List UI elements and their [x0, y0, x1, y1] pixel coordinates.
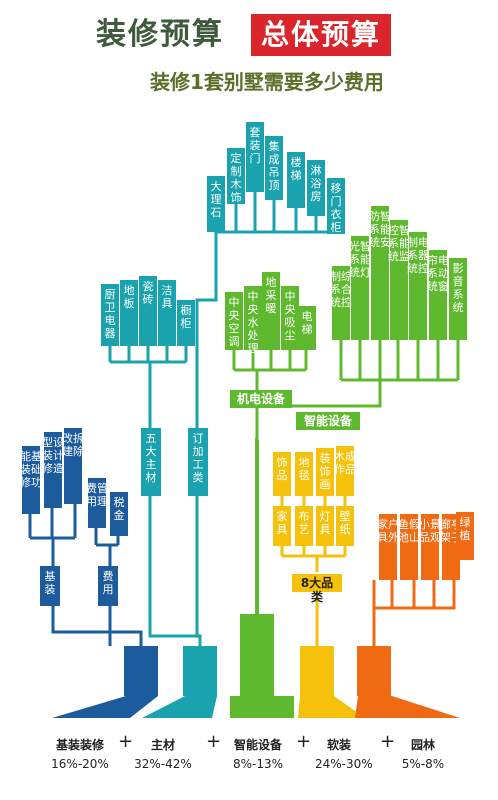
leaf-basic-function: 基础功能装修	[20, 446, 42, 514]
leaf-smart-6: 影音系统	[449, 258, 467, 340]
connector-line	[257, 380, 382, 408]
leaf-mep-3: 中央吸尘	[281, 286, 299, 350]
leaf-main-2: 瓷砖	[139, 276, 157, 346]
leaf-custom-5: 淋浴房	[307, 160, 325, 216]
category-name: 园林	[410, 738, 435, 752]
leaf-soft-top-1: 地毯	[295, 452, 313, 496]
category-range: 32%-42%	[134, 757, 192, 771]
leaf-main-0: 厨卫电器	[101, 284, 119, 346]
leaf-smart-5: 电动窗帘系统	[427, 250, 449, 340]
leaf-garden-2: 景观小品	[419, 514, 441, 580]
leaf-main-3: 洁具	[158, 280, 176, 346]
leaf-soft-bottom-1: 布艺	[295, 506, 313, 546]
node-five-main: 五大主材	[141, 428, 161, 496]
plus-sign: +	[206, 731, 222, 752]
leaf-mep-4: 电梯	[298, 306, 316, 350]
leaf-custom-2: 套装门	[246, 122, 264, 192]
plus-sign: +	[296, 731, 312, 752]
leaf-custom-1: 定制木饰	[227, 148, 245, 204]
leaf-mep-1: 中央水处理	[244, 286, 262, 355]
leaf-smart-4: 电器控制系统	[407, 232, 429, 340]
ramp-zhineng	[230, 696, 294, 718]
category-name: 基装装修	[55, 738, 104, 752]
connector-line	[255, 438, 259, 614]
leaf-design-renovation: 设计造型装修	[42, 432, 64, 508]
category-range: 16%-20%	[51, 757, 109, 771]
category-range: 5%-8%	[401, 757, 445, 771]
category-name: 软装	[326, 738, 351, 752]
leaf-main-1: 地板	[120, 280, 138, 346]
page-subtitle: 装修1套别墅需要多少费用	[150, 70, 384, 94]
page-title: 装修预算	[96, 17, 224, 52]
plus-sign: +	[380, 731, 396, 752]
node-custom: 订加工类	[188, 428, 208, 496]
leaf-custom-6: 移门衣柜	[327, 178, 345, 234]
node-jizhuang: 基装	[40, 566, 60, 606]
leaf-smart-2: 智能安防系统	[369, 206, 391, 340]
category-range: 8%-13%	[232, 757, 284, 771]
leaf-soft-bottom-2: 灯具	[316, 506, 334, 546]
trunk-block-4	[357, 646, 391, 696]
node-mep: 机电设备	[230, 390, 292, 408]
node-fees: 费用	[98, 566, 118, 606]
leaf-management-fee: 管理费用	[86, 478, 108, 528]
leaf-tax: 税金	[110, 492, 128, 536]
leaf-soft-top-2: 装饰画	[316, 448, 334, 496]
trunk-block-2	[240, 646, 274, 696]
node-smart: 智能设备	[296, 412, 360, 430]
leaf-soft-bottom-0: 家具	[273, 506, 291, 546]
connector-line	[195, 212, 218, 428]
ramp-zhucai	[142, 696, 217, 718]
trunk-block-1	[183, 646, 217, 696]
category-0: 基装装修 16%-20%	[40, 736, 120, 771]
leaf-main-4: 橱柜	[177, 300, 195, 346]
leaf-smart-1: 智能灯光系统	[349, 236, 371, 340]
leaf-garden-4: 绿植	[456, 512, 474, 560]
leaf-garden-1: 假山鱼池	[398, 514, 420, 580]
connector-line	[255, 404, 259, 440]
trunk-block-0	[124, 646, 158, 696]
ramp-ruanzhuang	[298, 696, 365, 718]
ramp-jizhuang	[52, 696, 158, 718]
category-1: 主材 32%-42%	[133, 736, 193, 771]
leaf-garden-0: 户外家具	[377, 514, 399, 580]
connector-line	[148, 496, 202, 646]
node-8-categories: 8大品类	[292, 574, 342, 604]
category-name: 智能设备	[233, 738, 282, 752]
leaf-custom-0: 大理石	[207, 176, 225, 232]
connector-line	[51, 606, 143, 646]
leaf-custom-3: 集成吊顶	[265, 136, 283, 200]
leaf-demolition: 拆除改建	[62, 428, 84, 504]
category-3: 软装 24%-30%	[315, 736, 373, 771]
leaf-soft-bottom-3: 壁纸	[336, 506, 354, 546]
leaf-mep-0: 中央空调	[225, 292, 243, 350]
leaf-mep-2: 地采暖	[262, 272, 280, 350]
connector-line	[195, 496, 200, 638]
leaf-soft-top-3: 成品木作	[334, 446, 356, 496]
category-2: 智能设备 8%-13%	[224, 736, 292, 771]
zhineng-stem-block	[240, 614, 274, 648]
category-4: 园林 5%-8%	[398, 736, 448, 771]
leaf-smart-0: 综合控制系统	[330, 266, 352, 340]
category-range: 24%-30%	[315, 757, 373, 771]
plus-sign: +	[118, 731, 134, 752]
connector-line	[214, 222, 336, 234]
ramp-yuanlin	[355, 696, 460, 718]
leaf-custom-4: 楼梯	[287, 152, 305, 208]
leaf-smart-3: 智能监控系统	[388, 220, 410, 340]
title-badge: 总体预算	[251, 14, 391, 56]
trunk-block-3	[300, 646, 334, 696]
leaf-soft-top-0: 饰品	[273, 452, 291, 496]
category-name: 主材	[150, 738, 175, 752]
